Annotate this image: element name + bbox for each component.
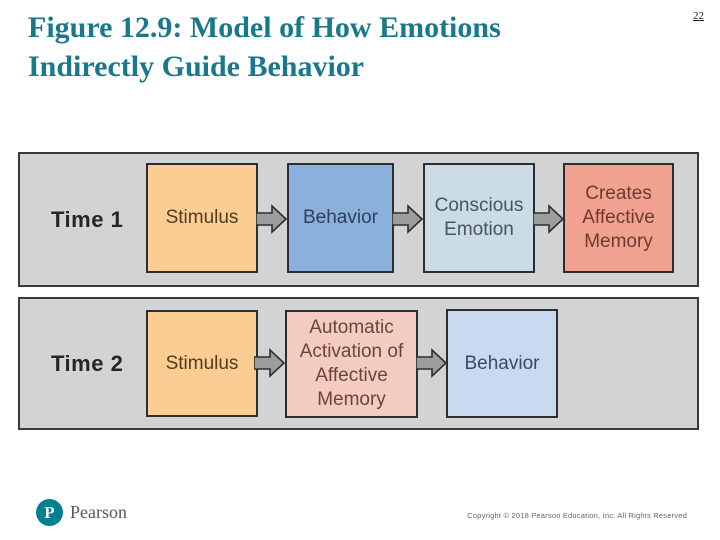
- box-stimulus-time1: Stimulus: [146, 163, 258, 273]
- box-behavior-time2: Behavior: [446, 309, 558, 418]
- pearson-logo-initial: P: [44, 502, 55, 522]
- arrow-right-icon: [415, 346, 448, 380]
- arrow-right-icon: [532, 202, 565, 236]
- copyright-text: Copyright © 2018 Pearson Education, Inc.…: [467, 511, 687, 520]
- arrow-right-icon: [391, 202, 424, 236]
- time1-label: Time 1: [51, 207, 124, 232]
- slide-title: Figure 12.9: Model of How Emotions Indir…: [28, 11, 501, 83]
- arrow-right-icon: [255, 202, 288, 236]
- box-behavior-time1: Behavior: [287, 163, 394, 273]
- pearson-wordmark: Pearson: [70, 502, 127, 522]
- box-stimulus-time2: Stimulus: [146, 310, 258, 417]
- time2-label: Time 2: [51, 351, 124, 376]
- box-creates-affective-memory: Creates Affective Memory: [563, 163, 674, 273]
- arrow-right-icon: [253, 346, 286, 380]
- box-automatic-activation-affective-memory: Automatic Activation of Affective Memory: [285, 310, 418, 418]
- pearson-logo: P: [36, 499, 63, 526]
- page-number[interactable]: 22: [693, 10, 704, 22]
- box-conscious-emotion: Conscious Emotion: [423, 163, 535, 273]
